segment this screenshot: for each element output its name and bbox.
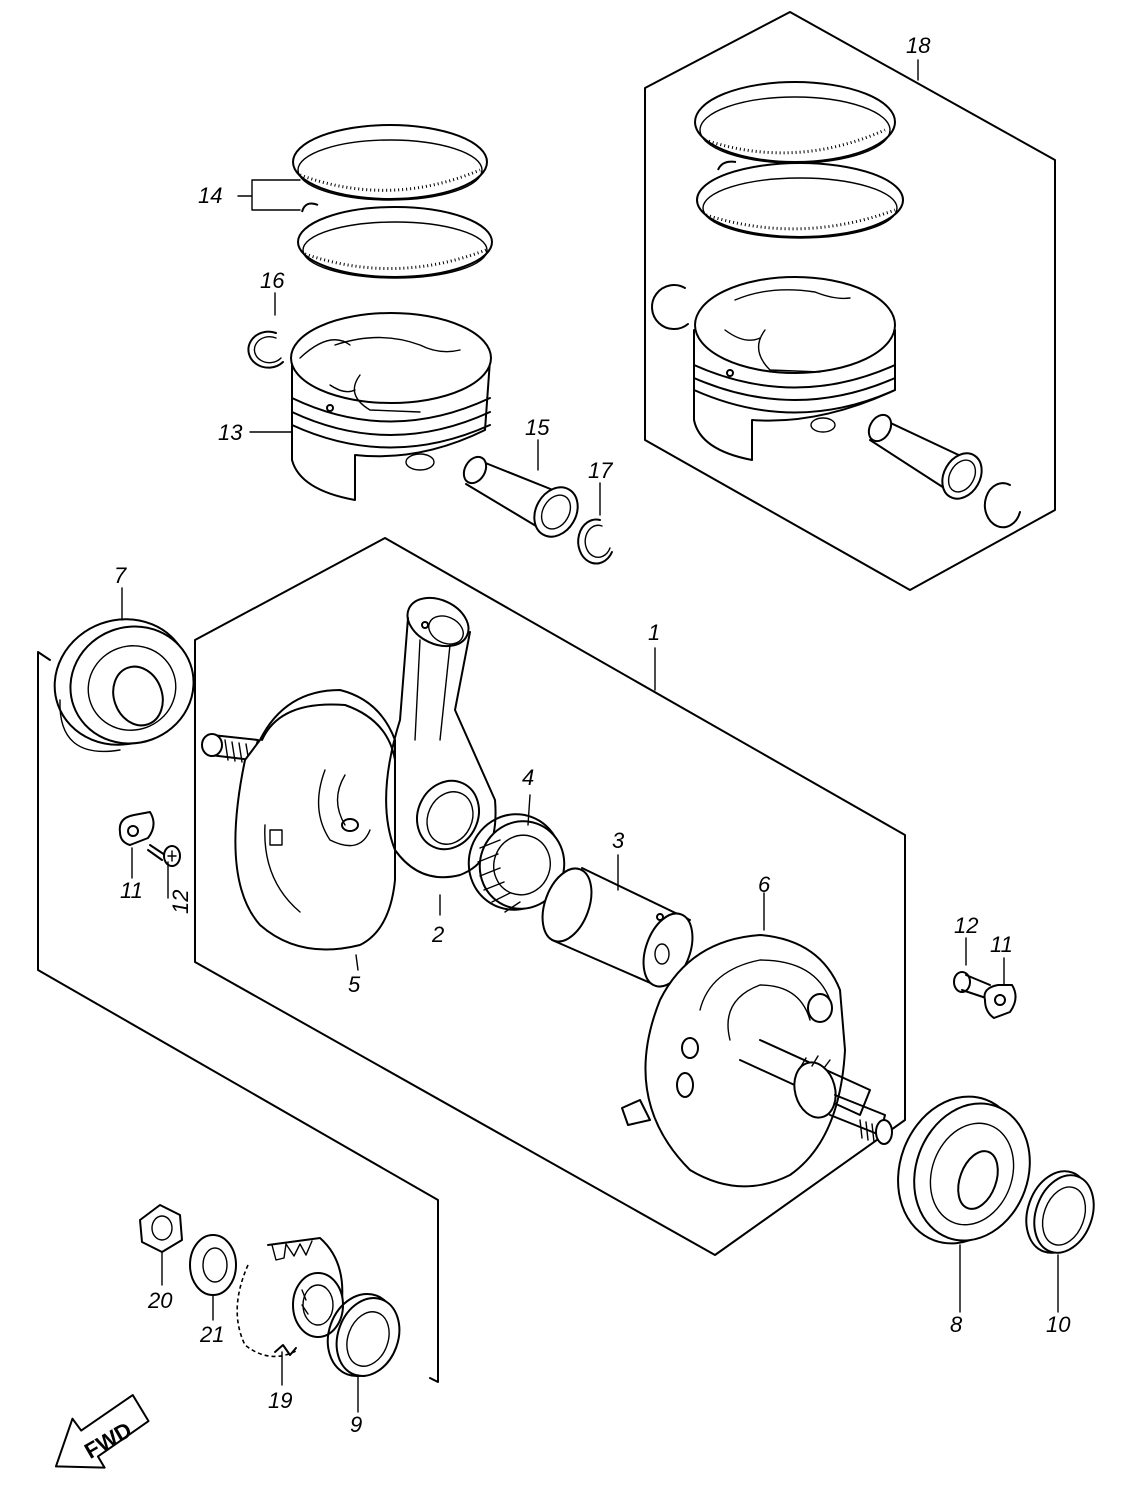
crank-pin-3 [541, 867, 694, 988]
callout-4: 4 [522, 765, 534, 790]
retainer-plate-11-right [983, 984, 1017, 1019]
callout-18: 18 [906, 33, 931, 58]
callout-19: 19 [268, 1388, 292, 1413]
piston-set-frame-18 [644, 11, 1056, 591]
callout-1: 1 [648, 620, 660, 645]
forward-direction-arrow: FWD [54, 1394, 150, 1469]
callout-21: 21 [199, 1322, 224, 1347]
piston-rings-14 [292, 124, 493, 279]
callout-13: 13 [218, 420, 243, 445]
callout-11-left: 11 [120, 878, 143, 903]
callout-7: 7 [114, 563, 127, 588]
piston-pin-circlip-16 [247, 330, 284, 369]
screw-12-right [953, 971, 991, 999]
connecting-rod-2 [385, 596, 497, 879]
right-crank-wheel-6 [621, 934, 893, 1188]
oil-seal-9 [326, 1292, 401, 1378]
callout-14: 14 [198, 183, 222, 208]
crankshaft-assembly-frame-1 [194, 537, 906, 1256]
piston-pin-15 [462, 455, 579, 538]
callout-20: 20 [147, 1288, 173, 1313]
piston-13 [290, 312, 492, 501]
callout-6: 6 [758, 872, 771, 897]
crankshaft-bearing-8 [897, 1095, 1031, 1245]
retainer-plate-11-left [118, 811, 155, 846]
callout-3: 3 [612, 828, 625, 853]
nut-20 [139, 1204, 183, 1253]
callout-9: 9 [350, 1412, 362, 1437]
callout-2: 2 [431, 922, 444, 947]
callout-numbers: 1 2 3 4 5 6 7 8 9 10 11 12 11 12 13 14 1… [114, 33, 1071, 1437]
callout-16: 16 [260, 268, 285, 293]
callout-5: 5 [348, 972, 361, 997]
callout-8: 8 [950, 1312, 963, 1337]
piston-set-18 [650, 81, 1021, 529]
screw-12-left [147, 844, 181, 867]
washer-21 [189, 1234, 237, 1296]
piston-pin-circlip-17 [577, 518, 613, 565]
callout-10: 10 [1046, 1312, 1071, 1337]
callout-12-left: 12 [168, 890, 193, 914]
left-crank-wheel-5 [201, 689, 396, 951]
crankshaft-bearing-7 [53, 618, 195, 753]
primary-gear-19 [236, 1237, 344, 1358]
callout-17: 17 [588, 458, 613, 483]
crankshaft-kit-frame [37, 651, 439, 1383]
oil-seal-10 [1025, 1170, 1095, 1254]
callout-11-right: 11 [990, 932, 1013, 957]
callout-12-right: 12 [954, 913, 978, 938]
leader-lines [121, 59, 1059, 1413]
callout-15: 15 [525, 415, 550, 440]
